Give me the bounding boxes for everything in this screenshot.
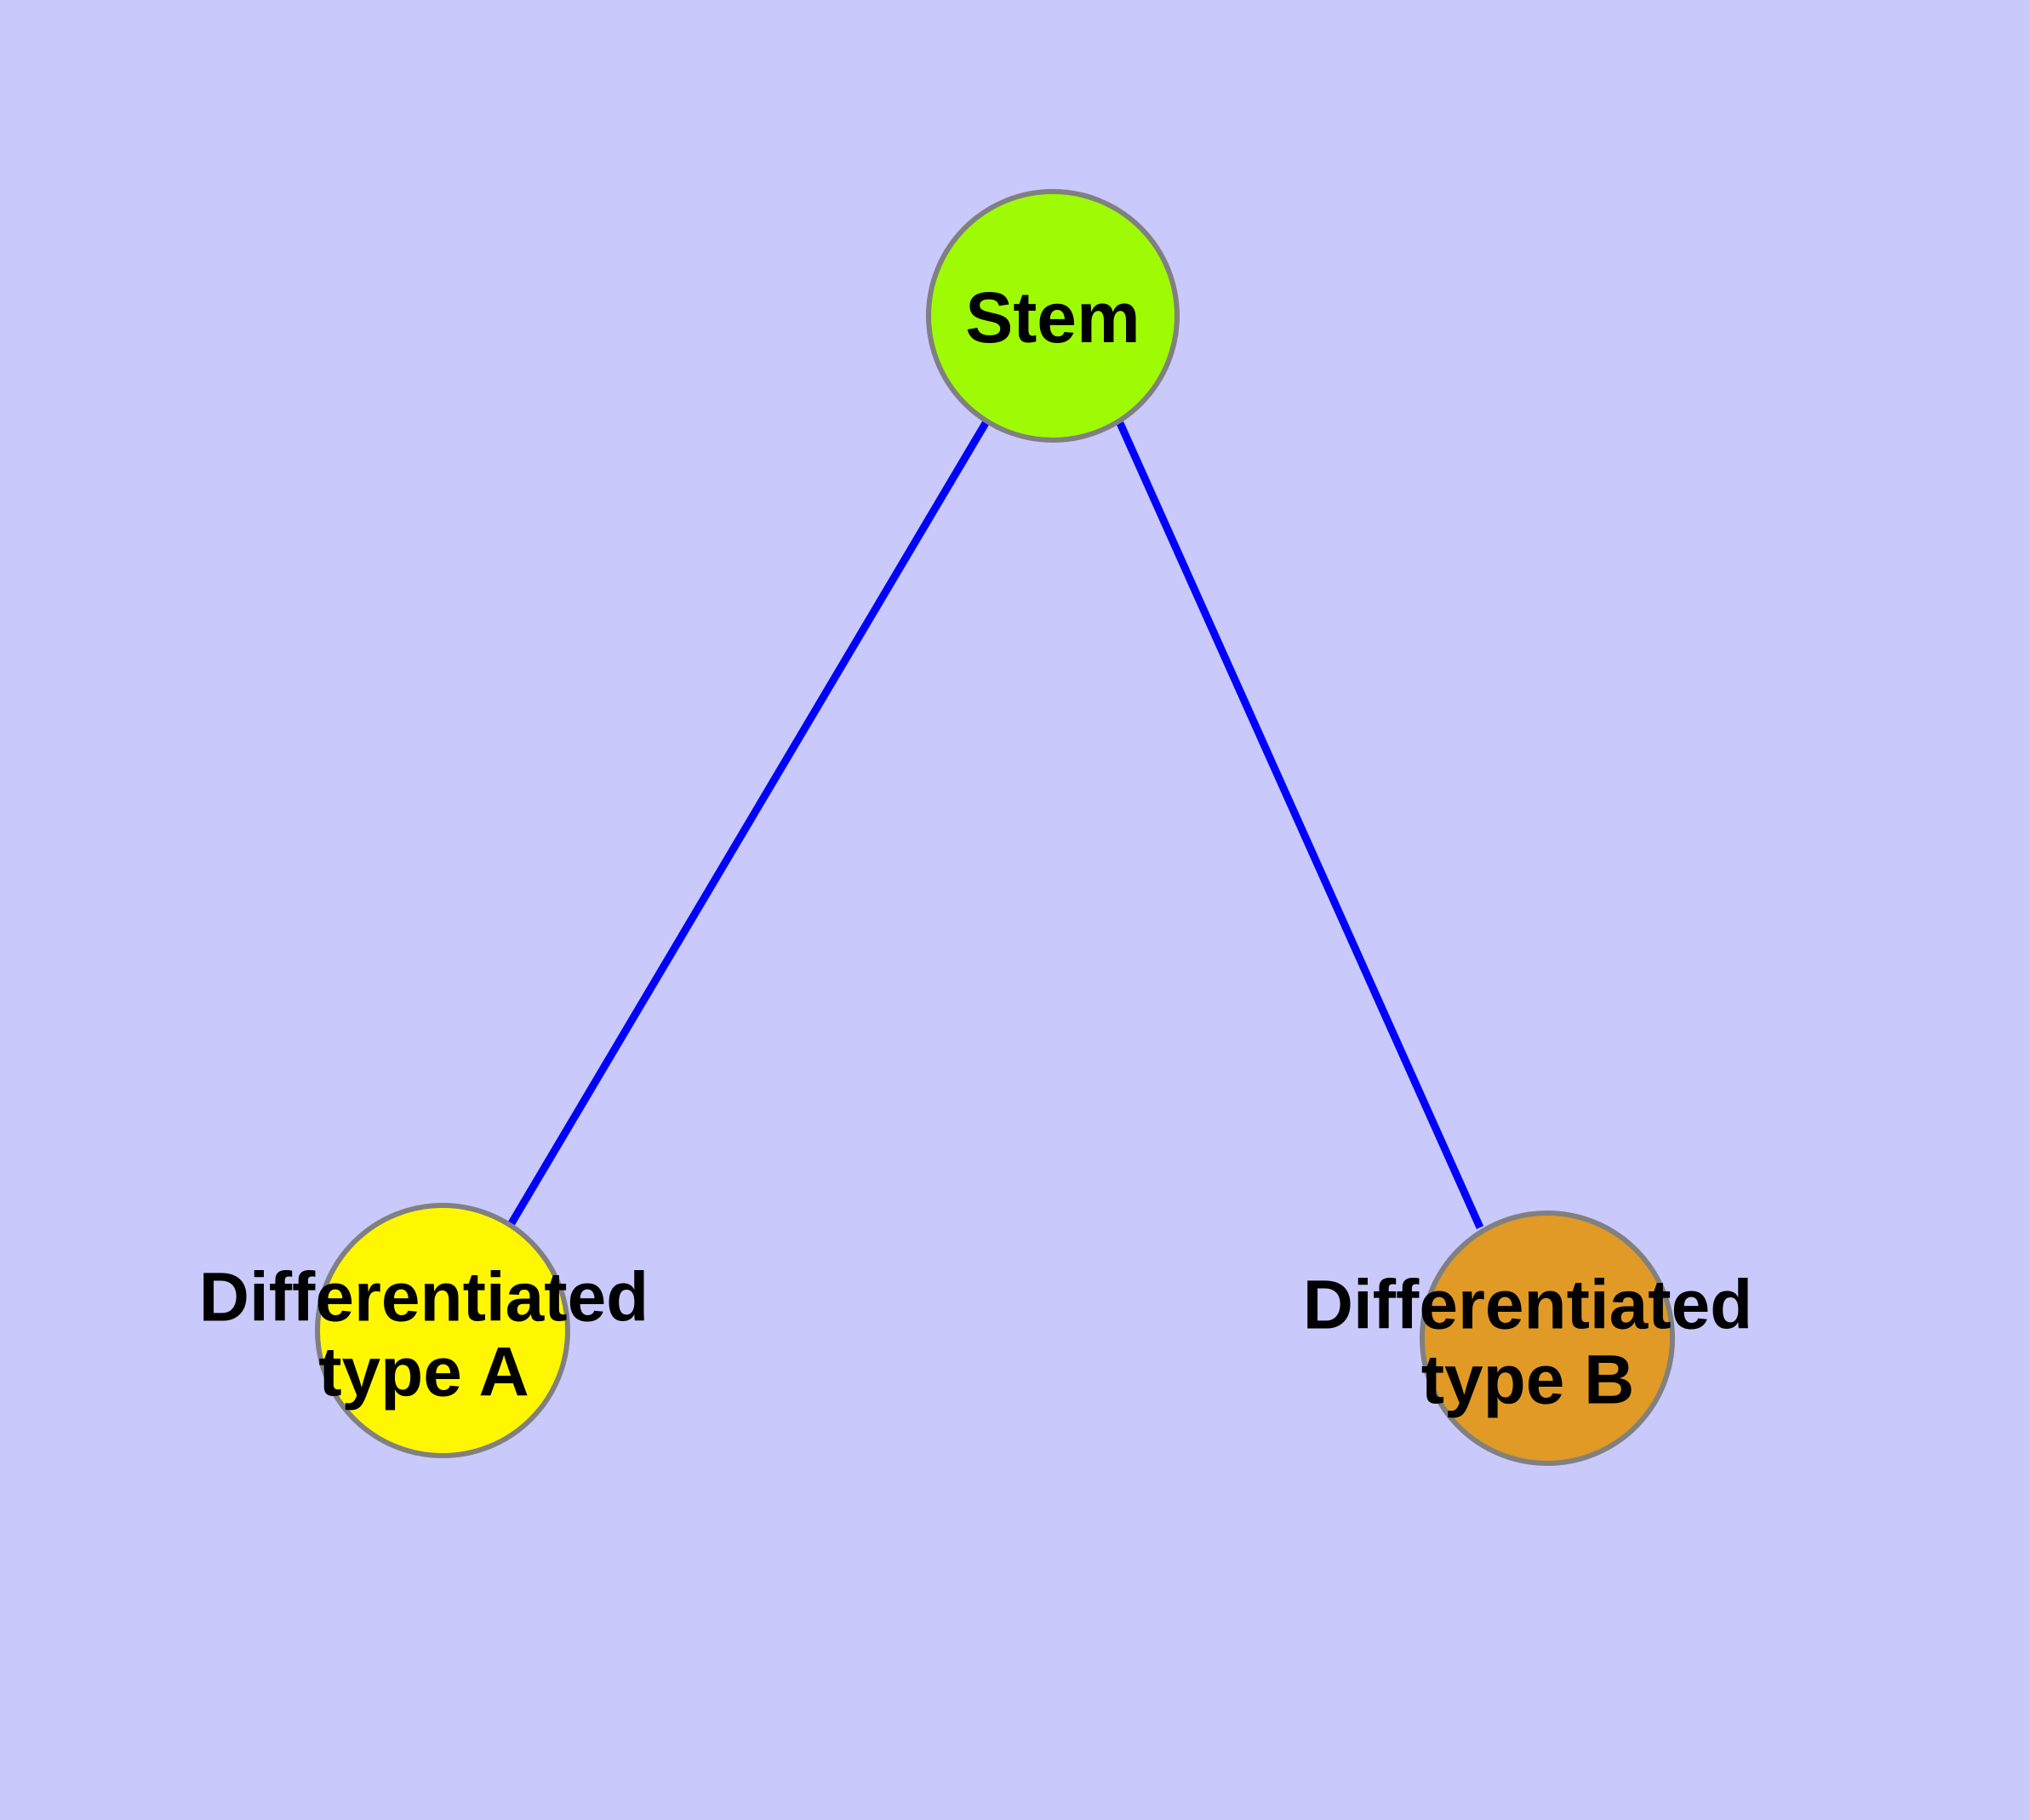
- edge-layer: [508, 421, 1484, 1229]
- edge-stem-to-differentiated-type-b[interactable]: [1116, 421, 1484, 1229]
- node-differentiated-type-a[interactable]: [315, 1203, 570, 1458]
- node-stem[interactable]: [926, 189, 1180, 443]
- edge-stem-to-differentiated-type-a[interactable]: [508, 421, 989, 1226]
- node-layer: [315, 189, 1675, 1466]
- node-differentiated-type-b[interactable]: [1420, 1210, 1675, 1466]
